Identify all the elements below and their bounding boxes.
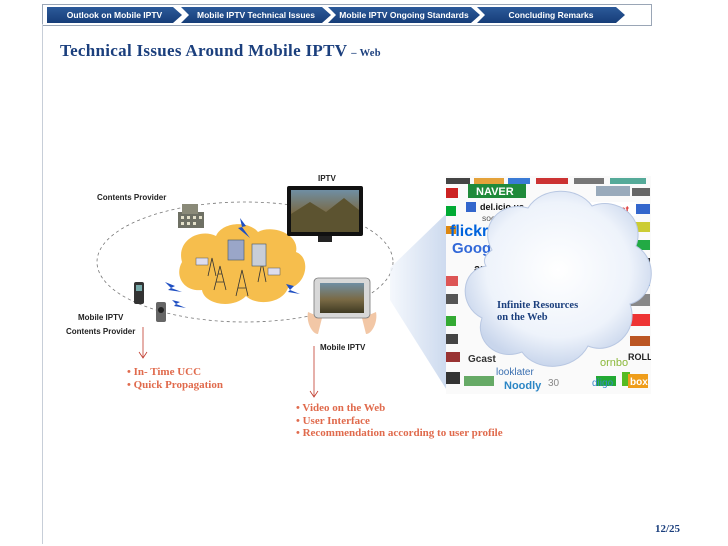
logo-diigo: diigo <box>592 378 614 389</box>
logo-looklater: looklater <box>496 367 534 378</box>
logo-ocio: ocio <box>630 269 651 281</box>
logo-social-bookmarking: social bookmarking <box>482 213 555 223</box>
logo-noodly: Noodly <box>504 380 542 392</box>
logo-fireant: FireAnt <box>594 205 630 216</box>
iptv-label: IPTV <box>318 174 336 183</box>
modem-icon <box>195 257 209 266</box>
wireless-signals <box>165 218 300 308</box>
section-nav-bar: Outlook on Mobile IPTV Mobile IPTV Techn… <box>42 4 652 26</box>
bullet-item: • Video on the Web <box>296 402 386 414</box>
logo-box: box <box>630 377 648 388</box>
web-services-logo-wall: NAVER del.icio.us FeedBurner social book… <box>446 176 651 394</box>
tv-icon <box>287 186 363 242</box>
bullet-item: • User Interface <box>296 414 370 427</box>
bullet-item: • Quick Propagation <box>127 378 223 391</box>
mobile-phone-icon <box>134 282 166 322</box>
logo-webservices: webservices <box>473 274 516 283</box>
logo-gcast: Gcast <box>468 354 496 365</box>
logo-ornbo: ornbo <box>600 357 628 369</box>
logo-delicious: del.icio.us <box>480 202 524 212</box>
ucc-bullets: • In- Time UCC • Quick Propagation <box>127 366 223 391</box>
building-icon <box>178 204 204 228</box>
red-arrows <box>138 327 319 398</box>
logo-google: Google <box>452 240 504 257</box>
cloud-caption-line2: on the Web <box>497 312 548 323</box>
logo-thirty: 30 <box>548 378 560 389</box>
antenna-towers <box>207 257 267 297</box>
web-bullets: • Video on the Web • User Interface • Re… <box>296 402 503 440</box>
handheld-device-icon <box>307 277 377 334</box>
bullet-item: • In- Time UCC <box>127 366 202 378</box>
slide-title-main: Technical Issues Around Mobile IPTV <box>60 41 348 60</box>
tab-concluding-remarks[interactable]: Concluding Remarks <box>477 7 625 23</box>
server-icon <box>227 239 245 261</box>
tab-ongoing-standards[interactable]: Mobile IPTV Ongoing Standards <box>328 7 480 23</box>
bullet-item: • Recommendation according to user profi… <box>296 427 503 439</box>
logo-flickr: flickr <box>450 223 488 240</box>
server-icon <box>251 243 267 267</box>
network-ellipse <box>96 201 394 323</box>
modem-icon <box>267 267 281 276</box>
slide-title: Technical Issues Around Mobile IPTV– Web <box>60 41 381 61</box>
logo-naver: NAVER <box>476 186 514 198</box>
logo-wikimedia: WIKIMEDIA <box>516 267 551 274</box>
slide-frame <box>42 24 691 544</box>
logo-cyworld: cyw rld <box>504 247 535 257</box>
logo-collage: NAVER del.icio.us FeedBurner social book… <box>446 176 651 394</box>
contents-provider-label: Contents Provider <box>97 193 167 202</box>
link-beam <box>390 212 448 392</box>
tab-outlook[interactable]: Outlook on Mobile IPTV <box>47 7 182 23</box>
cloud-caption: Infinite Resources on the Web <box>497 300 578 324</box>
cloud-caption-line1: Infinite Resources <box>497 300 579 311</box>
mobile-iptv-label: Mobile IPTV <box>320 343 366 352</box>
network-cloud <box>179 224 306 304</box>
slide-title-sub: – Web <box>351 48 381 59</box>
logo-roll: ROLL <box>628 352 651 362</box>
mobile-iptv-provider-label-1: Mobile IPTV <box>78 313 124 322</box>
mobile-iptv-provider-label-2: Contents Provider <box>66 327 136 336</box>
tab-technical-issues[interactable]: Mobile IPTV Technical Issues <box>181 7 331 23</box>
page-number: 12/25 <box>655 523 681 535</box>
